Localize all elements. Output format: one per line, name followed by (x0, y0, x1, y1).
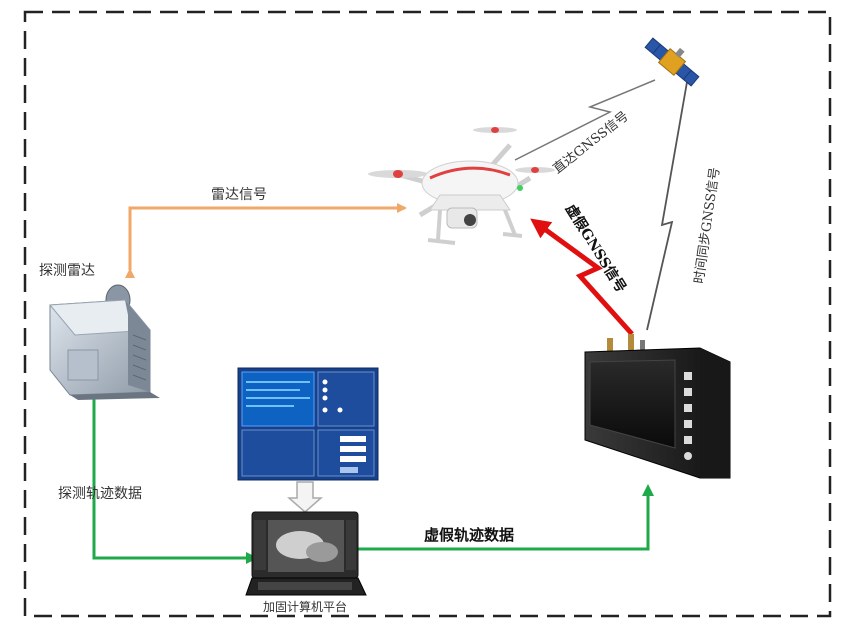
rugged-laptop-icon (245, 511, 367, 596)
software-screen-icon (237, 367, 379, 481)
satellite-icon (644, 37, 700, 87)
screen-to-laptop-arrow (287, 481, 323, 513)
detected-track-data-label: 探测轨迹数据 (58, 486, 142, 502)
detected-track-arrow (92, 398, 258, 564)
detection-radar-label: 探测雷达 (39, 263, 95, 279)
dashed-border (23, 10, 832, 618)
direct-gnss-line (514, 79, 656, 161)
radar-signal-arrow (125, 203, 407, 278)
quadcopter-drone-icon (368, 127, 555, 245)
gnss-spoofer-device-icon (584, 334, 731, 479)
fake-gnss-arrow (530, 218, 634, 336)
fake-track-data-label: 虚假轨迹数据 (424, 526, 515, 544)
fake-track-arrow (352, 484, 654, 551)
time-sync-gnss-line (646, 81, 688, 331)
radar-unit-icon (48, 284, 160, 400)
rugged-computer-platform-label: 加固计算机平台 (263, 600, 348, 614)
radar-signal-label: 雷达信号 (211, 187, 267, 203)
